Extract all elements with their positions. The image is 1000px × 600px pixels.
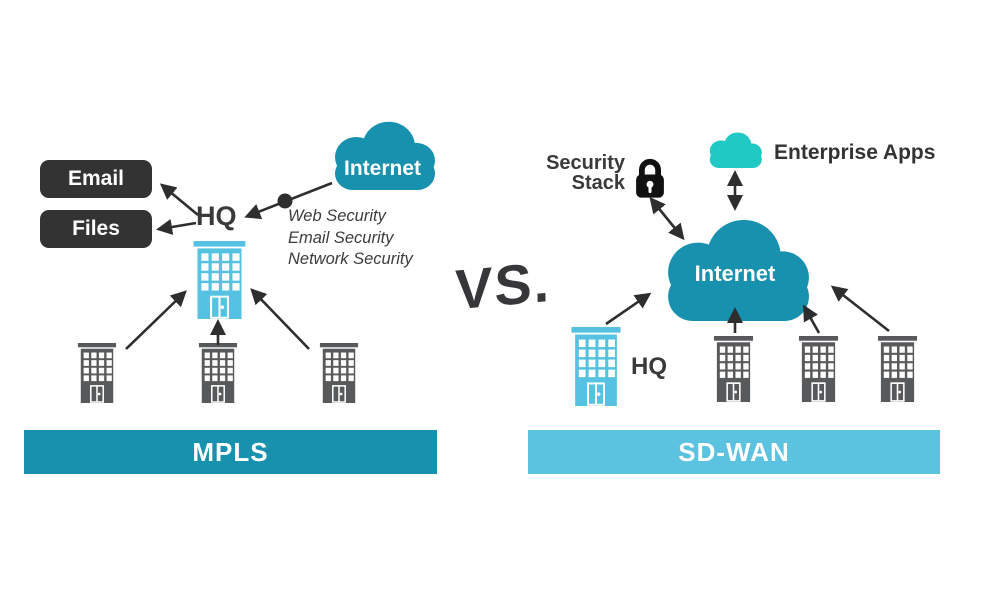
cloud-icon <box>702 130 767 168</box>
security-services-list: Web Security Email Security Network Secu… <box>288 206 413 271</box>
internet-label-right: Internet <box>694 261 776 286</box>
files-label: Files <box>72 217 120 240</box>
service-web-security: Web Security <box>288 207 386 225</box>
branch-building-right-3 <box>876 336 919 402</box>
enterprise-apps-cloud <box>702 130 767 168</box>
building-icon <box>197 343 239 403</box>
sdwan-banner-label: SD-WAN <box>678 436 790 467</box>
internet-cloud-left: Internet <box>320 117 445 190</box>
arrow-branch3-to-hq <box>250 288 310 350</box>
building-icon <box>76 343 118 403</box>
hq-label-left: HQ <box>196 201 237 231</box>
files-box: Files <box>40 210 152 248</box>
building-icon <box>712 336 755 402</box>
security-stack-line1: Security <box>546 152 625 174</box>
email-label: Email <box>67 167 125 190</box>
building-icon <box>876 336 919 402</box>
hq-building-left <box>191 241 248 319</box>
hq-label-right: HQ <box>631 353 667 380</box>
service-email-security: Email Security <box>288 228 394 247</box>
arrow-hq-to-files <box>156 219 197 235</box>
security-stack-label: Security Stack <box>505 153 625 193</box>
building-icon <box>191 241 248 319</box>
service-network-security: Network Security <box>288 250 413 268</box>
arrow-hq-to-cloud <box>605 292 652 326</box>
sdwan-banner: SD-WAN <box>528 430 940 474</box>
arrow-branch1-to-hq <box>125 290 187 350</box>
internet-cloud-right: Internet <box>647 213 823 321</box>
enterprise-apps-label: Enterprise Apps <box>774 141 936 164</box>
vs-text: VS. <box>454 249 552 322</box>
security-stack-line2: Stack <box>571 172 625 194</box>
building-icon <box>569 327 623 406</box>
branch-building-left-3 <box>318 343 360 403</box>
email-box: Email <box>40 160 152 198</box>
building-icon <box>797 336 840 402</box>
branch-building-left-1 <box>76 343 118 403</box>
arrow-site3-to-cloud <box>830 285 890 333</box>
mpls-banner-label: MPLS <box>192 436 269 467</box>
mpls-banner: MPLS <box>24 430 437 474</box>
branch-building-right-1 <box>712 336 755 402</box>
building-icon <box>318 343 360 403</box>
lock-icon <box>632 156 668 200</box>
hq-building-right <box>569 327 623 406</box>
internet-label-left: Internet <box>343 157 421 180</box>
branch-building-left-2 <box>197 343 239 403</box>
arrow-hq-to-email <box>159 183 199 217</box>
branch-building-right-2 <box>797 336 840 402</box>
